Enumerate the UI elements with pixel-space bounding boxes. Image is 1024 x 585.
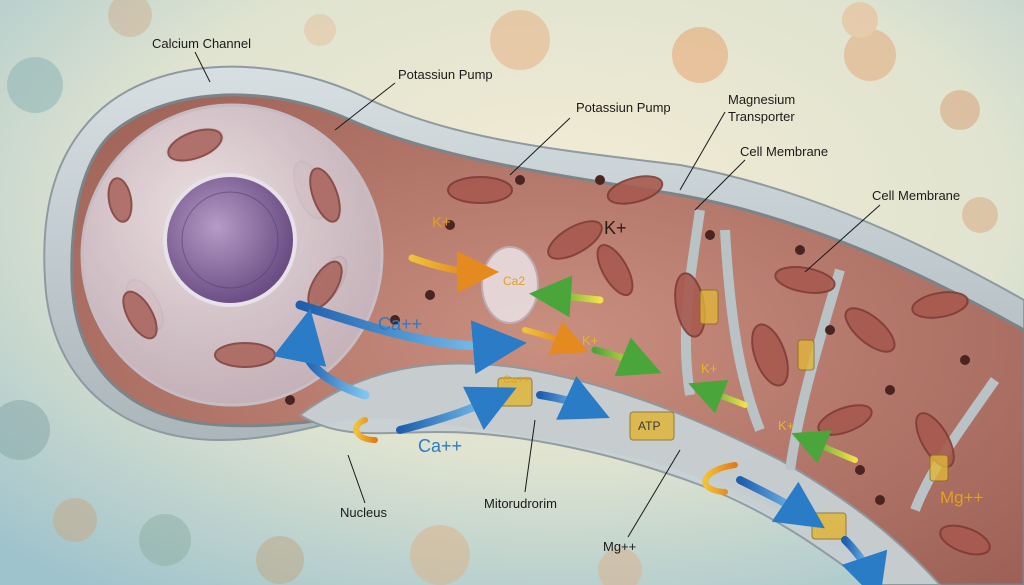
ion-ca-small: Ca2 [503, 274, 525, 288]
ion-mg-right: Mg++ [940, 488, 984, 507]
k-arrow-green-4 [791, 430, 858, 464]
ion-ca-lower: Ca++ [418, 436, 462, 456]
k-arrow-yellow [408, 250, 499, 293]
ion-k-plus-dark: K+ [604, 218, 627, 238]
nucleus-inner-ring [181, 191, 279, 289]
ion-ca-channel-top: Ca++ [503, 374, 530, 386]
k-arrow-green-3 [688, 379, 748, 414]
label-nucleus: Nucleus [340, 505, 387, 520]
k-arrow-green-2 [591, 337, 662, 377]
mg-arrow-lower [736, 476, 825, 529]
ca-arrow-main [295, 300, 527, 375]
label-potassium-pump-2: Potassiun Pump [576, 100, 671, 115]
ion-k-lower-1: K+ [582, 333, 598, 348]
leader-lines [194, 51, 881, 538]
k-arrow-yellow-2 [522, 321, 589, 355]
nucleus-mitochondria [107, 128, 343, 368]
label-cell-membrane-1: Cell Membrane [740, 144, 828, 159]
label-mitorudrorim: Mitorudrorim [484, 496, 557, 511]
ion-k-lower-3: K+ [778, 418, 794, 433]
ion-atp: ATP [638, 419, 660, 433]
transport-arrows [273, 250, 888, 585]
k-arrow-green-1 [529, 275, 604, 318]
ion-k-plus-yellow: K+ [432, 214, 451, 231]
ca-arrow-curve [273, 308, 370, 400]
mg-arrow-lower-2 [841, 536, 888, 585]
nucleus-core [163, 173, 297, 307]
label-cell-membrane-2: Cell Membrane [872, 188, 960, 203]
label-magnesium-transporter-1: Magnesium [728, 92, 795, 107]
ca-arrow-lower [396, 386, 517, 434]
label-magnesium-transporter-2: Transporter [728, 109, 795, 124]
label-calcium-channel: Calcium Channel [152, 36, 251, 51]
ion-k-lower-2: K+ [701, 361, 717, 376]
ca-arrow-cycle [353, 417, 378, 443]
ion-ca-main: Ca++ [378, 314, 422, 334]
mg-arrow-cycle [702, 462, 738, 495]
ca-arrow-lower-2 [536, 376, 610, 420]
label-mg-ion: Mg++ [603, 539, 636, 554]
label-potassium-pump-1: Potassiun Pump [398, 67, 493, 82]
